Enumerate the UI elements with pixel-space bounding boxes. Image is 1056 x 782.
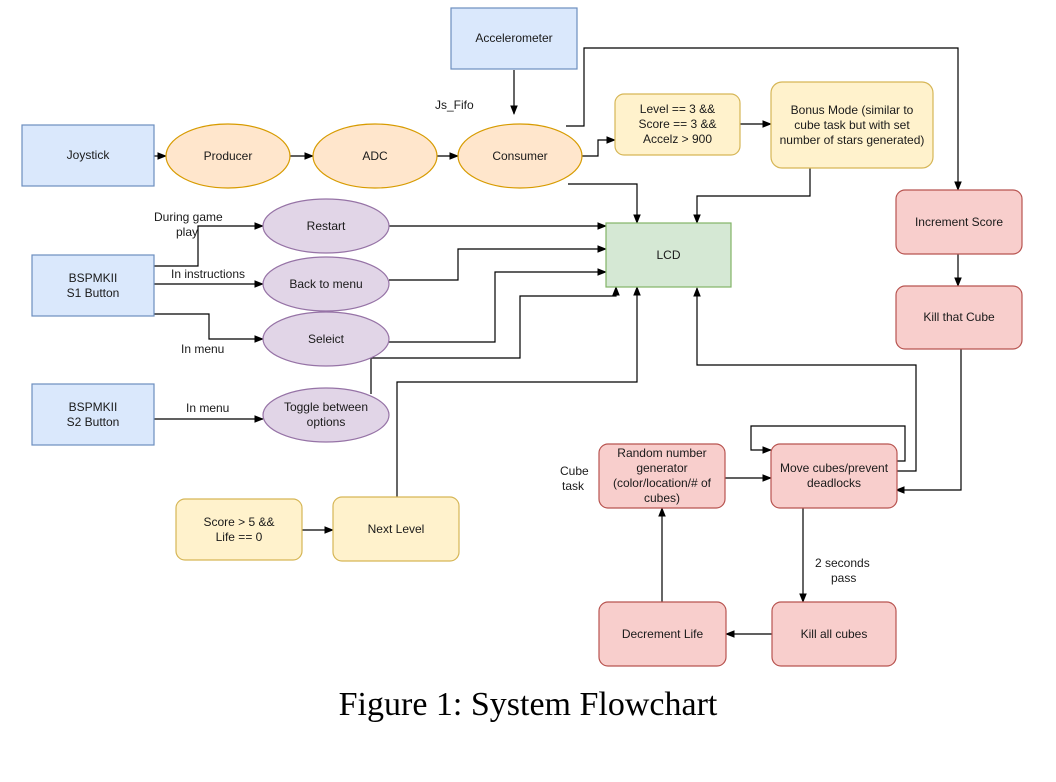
during-game-label-2: play [176, 225, 198, 239]
node-restart-label: Restart [306, 218, 346, 233]
edge-move-lcd [693, 287, 917, 472]
edge-consumer-increment [566, 47, 962, 191]
node-kill-that-cube: Kill that Cube [895, 285, 1023, 350]
during-game-label-1: During game [154, 210, 223, 224]
node-move-cubes: Move cubes/prevent deadlocks [770, 443, 898, 509]
node-accelerometer: Accelerometer [450, 7, 578, 70]
edge-back-lcd [389, 245, 607, 281]
node-toggle-label: Toggle between options [283, 400, 369, 429]
node-move-cubes-label: Move cubes/prevent deadlocks [779, 461, 889, 490]
node-score-condition: Score > 5 && Life == 0 [175, 498, 303, 561]
figure-caption: Figure 1: System Flowchart [338, 686, 718, 723]
node-restart: Restart [262, 198, 390, 254]
node-next-level-label: Next Level [367, 521, 425, 536]
edge-consumer-levelcond [582, 136, 616, 157]
node-lcd: LCD [605, 222, 732, 288]
in-menu-s2-label: In menu [186, 401, 229, 415]
node-bonus-mode-label: Bonus Mode (similar to cube task but wit… [779, 102, 925, 147]
cube-task-label-2: task [562, 479, 585, 493]
node-accelerometer-label: Accelerometer [475, 31, 553, 45]
node-adc: ADC [312, 123, 438, 189]
edge-consumer-lcd [568, 183, 641, 224]
node-consumer: Consumer [457, 123, 583, 189]
js-fifo-label: Js_Fifo [435, 98, 474, 112]
node-adc-label: ADC [362, 148, 388, 163]
node-producer: Producer [165, 123, 291, 189]
node-back-to-menu: Back to menu [262, 256, 390, 312]
node-random-generator: Random number generator (color/location/… [598, 443, 726, 509]
node-s2-button-label: BSPMKII S2 Button [66, 399, 120, 429]
two-seconds-label-2: pass [831, 571, 856, 585]
node-decrement-life: Decrement Life [598, 601, 727, 667]
node-random-generator-label: Random number generator (color/location/… [612, 446, 712, 505]
node-kill-that-cube-label: Kill that Cube [923, 310, 995, 324]
node-score-condition-label: Score > 5 && Life == 0 [203, 514, 275, 544]
in-instructions-label: In instructions [171, 267, 245, 281]
node-lcd-label: LCD [656, 247, 681, 262]
in-menu-s1-label: In menu [181, 342, 224, 356]
two-seconds-label-1: 2 seconds [815, 556, 870, 570]
edge-move-self-loop [750, 425, 906, 462]
node-s1-button: BSPMKII S1 Button [31, 254, 155, 317]
edge-nextlevel-lcd [396, 286, 641, 497]
edge-toggle-lcd [370, 286, 620, 394]
edge-s1-restart [154, 222, 264, 267]
node-s2-button: BSPMKII S2 Button [31, 383, 155, 446]
node-back-to-menu-label: Back to menu [289, 276, 363, 291]
node-kill-all-cubes-label: Kill all cubes [800, 626, 868, 641]
node-toggle: Toggle between options [262, 387, 390, 443]
node-next-level: Next Level [332, 496, 460, 562]
node-increment-score: Increment Score [895, 189, 1023, 255]
node-level-condition-label: Level == 3 && Score == 3 && Accelz > 900 [638, 102, 717, 146]
node-consumer-label: Consumer [492, 148, 548, 163]
node-joystick: Joystick [21, 124, 155, 187]
node-kill-all-cubes: Kill all cubes [771, 601, 897, 667]
edge-select-lcd [389, 268, 607, 343]
cube-task-label-1: Cube [560, 464, 589, 478]
node-s1-button-label: BSPMKII S1 Button [66, 270, 120, 300]
node-joystick-label: Joystick [66, 148, 110, 162]
node-producer-label: Producer [203, 148, 253, 163]
edge-bonus-lcd [693, 168, 811, 224]
node-level-condition: Level == 3 && Score == 3 && Accelz > 900 [614, 93, 741, 156]
node-select: Seleict [262, 311, 390, 367]
node-select-label: Seleict [307, 331, 345, 346]
node-increment-score-label: Increment Score [914, 214, 1004, 229]
edge-s1-select [154, 313, 264, 343]
node-bonus-mode: Bonus Mode (similar to cube task but wit… [770, 81, 934, 169]
node-decrement-life-label: Decrement Life [621, 626, 704, 641]
edge-kill-move [895, 349, 962, 494]
